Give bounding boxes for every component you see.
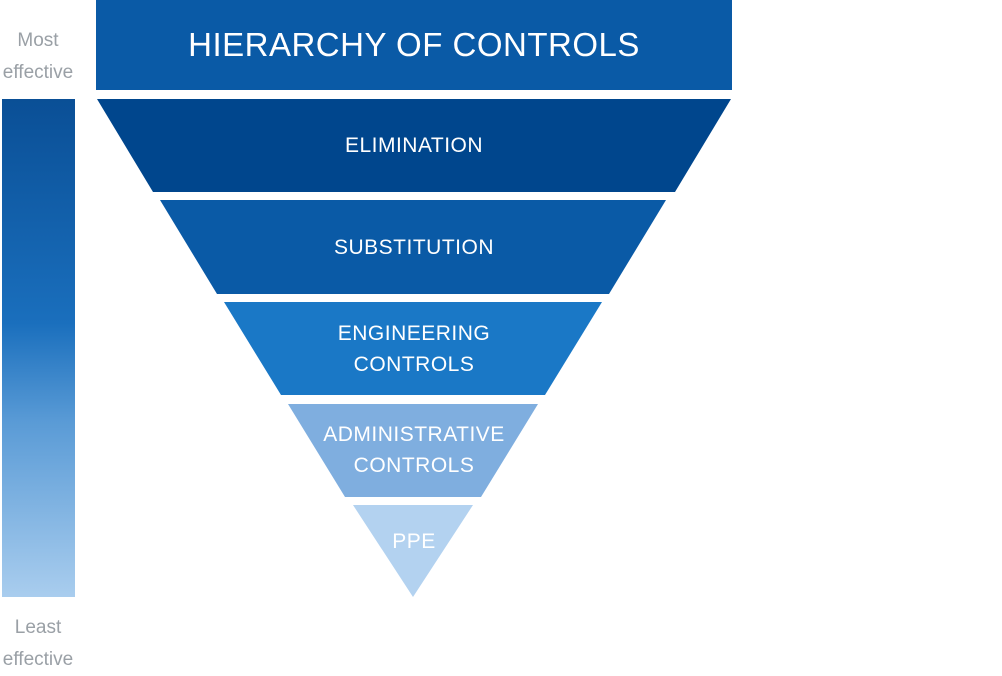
tier-substitution-label: SUBSTITUTION: [0, 232, 828, 263]
tier-engineering-controls-shape: [224, 302, 602, 395]
least-effective-label: Least effective: [0, 612, 76, 676]
tier-substitution-shape: [160, 200, 666, 294]
diagram-title: HIERARCHY OF CONTROLS: [96, 0, 732, 90]
tier-substitution-line1: SUBSTITUTION: [333, 236, 494, 259]
most-effective-label: Most effective: [0, 25, 76, 89]
tier-administrative-controls-label: ADMINISTRATIVE CONTROLS: [0, 419, 828, 481]
tier-engineering-controls-label: ENGINEERING CONTROLS: [0, 318, 828, 380]
most-effective-line1: Most: [17, 30, 59, 51]
tier-elimination-line1: ELIMINATION: [344, 134, 484, 157]
least-effective-line2: effective: [2, 649, 74, 670]
tier-ppe-label: PPE: [0, 526, 828, 557]
least-effective-line1: Least: [14, 617, 62, 638]
tier-ppe-shape: [353, 505, 473, 597]
tier-elimination-shape: [97, 99, 731, 192]
tier-administrative-controls-shape: [288, 404, 538, 497]
tier-engineering-controls-line2: CONTROLS: [353, 353, 475, 376]
tier-engineering-controls-line1: ENGINEERING: [337, 322, 491, 345]
most-effective-line2: effective: [2, 62, 74, 83]
tier-administrative-controls-line2: CONTROLS: [353, 454, 475, 477]
tier-elimination-label: ELIMINATION: [0, 130, 828, 161]
tier-administrative-controls-line1: ADMINISTRATIVE: [323, 423, 505, 446]
effectiveness-gradient-bar: [2, 99, 75, 597]
tier-ppe-line1: PPE: [392, 530, 436, 553]
